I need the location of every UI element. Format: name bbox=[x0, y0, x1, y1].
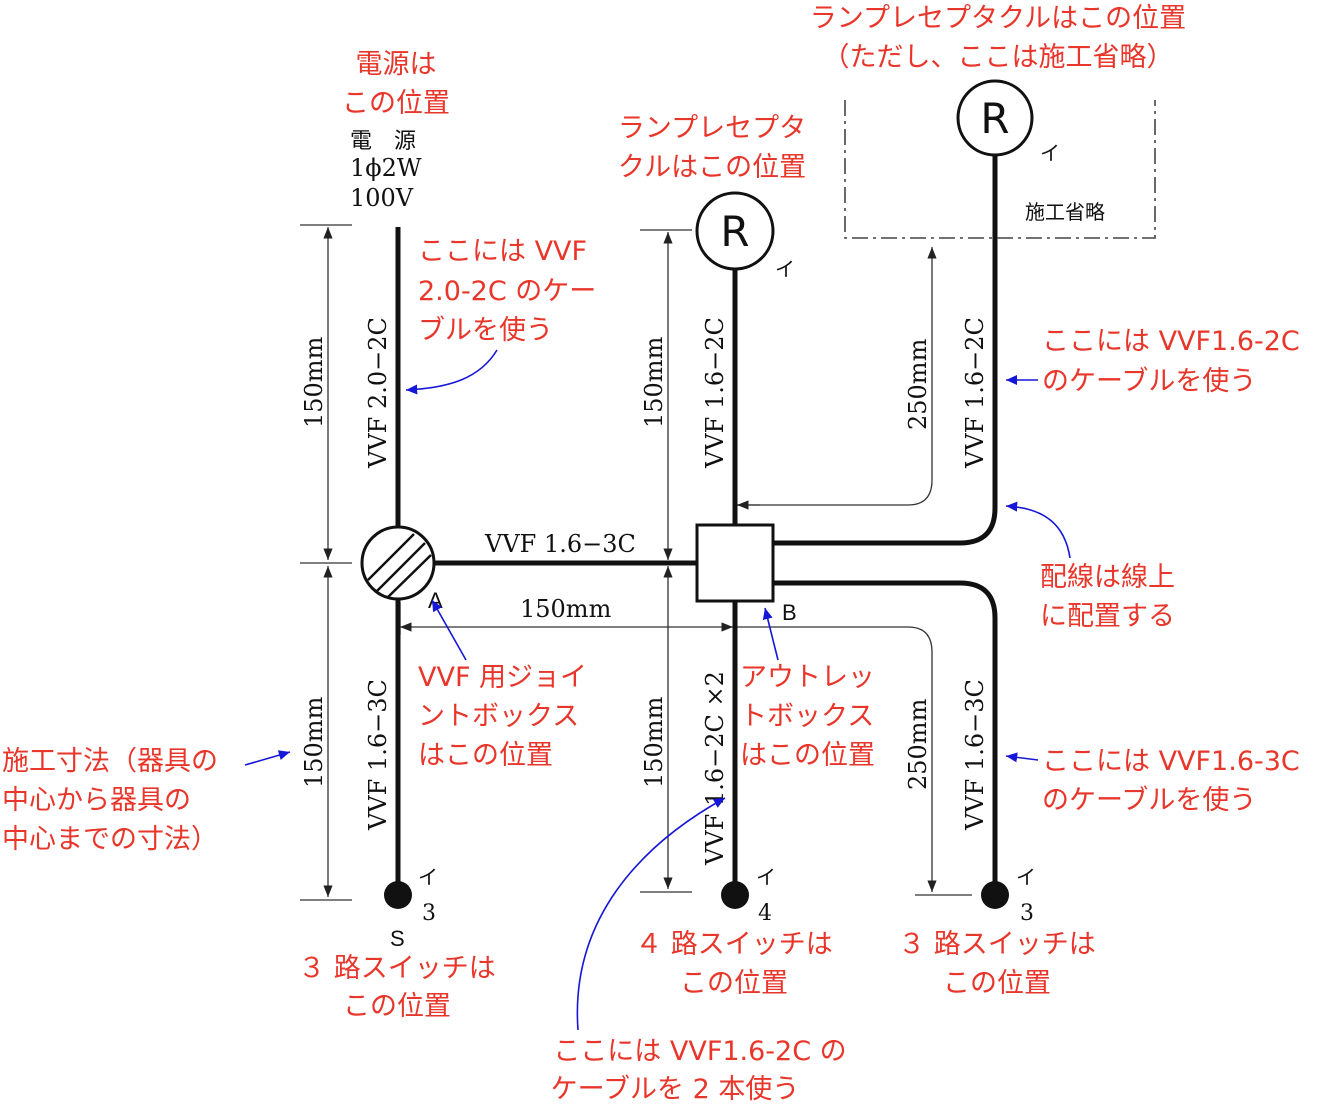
note-receptacle-2: クルはこの位置 bbox=[618, 152, 806, 183]
cable-label-right-upper: VVF 1.6−2C bbox=[961, 317, 989, 469]
leader-arrows bbox=[244, 349, 1071, 1031]
dimension-left-lower: 150mm bbox=[300, 696, 328, 788]
switch-4way-dot bbox=[721, 881, 749, 909]
dimension-right-upper: 250mm bbox=[904, 338, 932, 430]
cable-label-receptacle: VVF 1.6−2C bbox=[701, 317, 729, 469]
switch-left-i-mark: イ bbox=[418, 865, 438, 889]
joint-box-label: A bbox=[428, 588, 443, 613]
power-symbol-line3: 100V bbox=[350, 184, 414, 212]
note-joint-1: VVF 用ジョイ bbox=[418, 662, 587, 693]
note-vvf16-2c-x2-1: ここには VVF1.6-2C の bbox=[553, 1036, 846, 1067]
note-power-2: この位置 bbox=[342, 88, 450, 119]
receptacle-symbol-center bbox=[695, 191, 775, 271]
receptacle-i-mark-center: イ bbox=[775, 257, 795, 281]
note-wiring-1: 配線は線上 bbox=[1040, 562, 1175, 593]
omitted-label: 施工省略 bbox=[1025, 200, 1105, 224]
switch-s-label: S bbox=[390, 926, 405, 951]
receptacle-i-mark-omitted: イ bbox=[1040, 141, 1060, 165]
cable-label-joint-to-box: VVF 1.6−3C bbox=[484, 530, 636, 558]
note-dimension-2: 中心から器具の bbox=[2, 785, 191, 816]
note-sw4-2: この位置 bbox=[680, 968, 788, 999]
wires bbox=[395, 155, 998, 888]
note-vvf20-2: 2.0-2C のケー bbox=[418, 276, 596, 307]
note-receptacle-omitted-2: （ただし、ここは施工省略） bbox=[823, 42, 1174, 73]
note-sw3-right-2: この位置 bbox=[943, 968, 1051, 999]
note-vvf16-2c-2: のケーブルを使う bbox=[1042, 366, 1256, 397]
joint-box-a-symbol bbox=[360, 525, 436, 601]
receptacle-symbol-omitted bbox=[956, 79, 1034, 157]
dimension-mid-upper: 150mm bbox=[640, 336, 668, 428]
power-symbol-line1: 電 源 bbox=[350, 129, 416, 154]
note-outlet-1: アウトレッ bbox=[740, 662, 875, 693]
dimension-mid-lower: 150mm bbox=[640, 696, 668, 788]
note-vvf20-3: ブルを使う bbox=[418, 315, 553, 346]
receptacle-r-omitted: R bbox=[980, 94, 1009, 143]
power-symbol-line2: 1ϕ2W bbox=[350, 154, 422, 182]
outlet-box-b-symbol bbox=[695, 523, 775, 603]
note-sw4-1: ４ 路スイッチは bbox=[635, 929, 833, 960]
note-joint-2: ントボックス bbox=[418, 701, 579, 732]
note-outlet-2: トボックス bbox=[740, 701, 874, 732]
note-outlet-3: はこの位置 bbox=[740, 740, 875, 771]
switch-4way-number: 4 bbox=[758, 901, 772, 926]
switch-4way-i-mark: イ bbox=[756, 865, 776, 889]
note-vvf16-2c-1: ここには VVF1.6-2C bbox=[1042, 326, 1300, 357]
dimension-left-upper: 150mm bbox=[300, 336, 328, 428]
dimension-right-lower: 250mm bbox=[904, 698, 932, 790]
switch-right-i-mark: イ bbox=[1016, 865, 1036, 889]
note-receptacle-1: ランプレセプタ bbox=[618, 113, 806, 144]
note-vvf16-3c-2: のケーブルを使う bbox=[1042, 785, 1256, 816]
note-dimension-1: 施工寸法（器具の bbox=[2, 746, 218, 777]
dimension-horizontal: 150mm bbox=[520, 595, 612, 623]
cable-label-switch-left: VVF 1.6−3C bbox=[364, 679, 392, 831]
switch-3way-left-dot bbox=[384, 881, 412, 909]
note-sw3-right-1: ３ 路スイッチは bbox=[898, 929, 1096, 960]
note-power-1: 電源は bbox=[356, 49, 437, 80]
note-sw3-left-1: ３ 路スイッチは bbox=[298, 953, 496, 984]
switch-left-number: 3 bbox=[422, 901, 436, 926]
note-receptacle-omitted-1: ランプレセプタクルはこの位置 bbox=[810, 3, 1186, 34]
switch-3way-right-dot bbox=[981, 881, 1009, 909]
note-sw3-left-2: この位置 bbox=[343, 991, 451, 1022]
note-vvf16-3c-1: ここには VVF1.6-3C bbox=[1042, 746, 1300, 777]
cable-label-power: VVF 2.0−2C bbox=[364, 317, 392, 469]
omitted-area-box bbox=[844, 100, 1156, 239]
cable-label-right-lower: VVF 1.6−3C bbox=[961, 679, 989, 831]
receptacle-r-center: R bbox=[720, 207, 749, 256]
note-joint-3: はこの位置 bbox=[418, 740, 553, 771]
note-vvf20-1: ここには VVF bbox=[418, 236, 587, 267]
note-wiring-2: に配置する bbox=[1040, 601, 1175, 632]
outlet-box-label: B bbox=[782, 600, 797, 625]
note-dimension-3: 中心までの寸法） bbox=[2, 824, 218, 855]
note-vvf16-2c-x2-2: ケーブルを 2 本使う bbox=[551, 1074, 800, 1105]
cable-label-switch4: VVF 1.6−2C ×2 bbox=[701, 671, 729, 866]
switch-right-number: 3 bbox=[1020, 901, 1034, 926]
